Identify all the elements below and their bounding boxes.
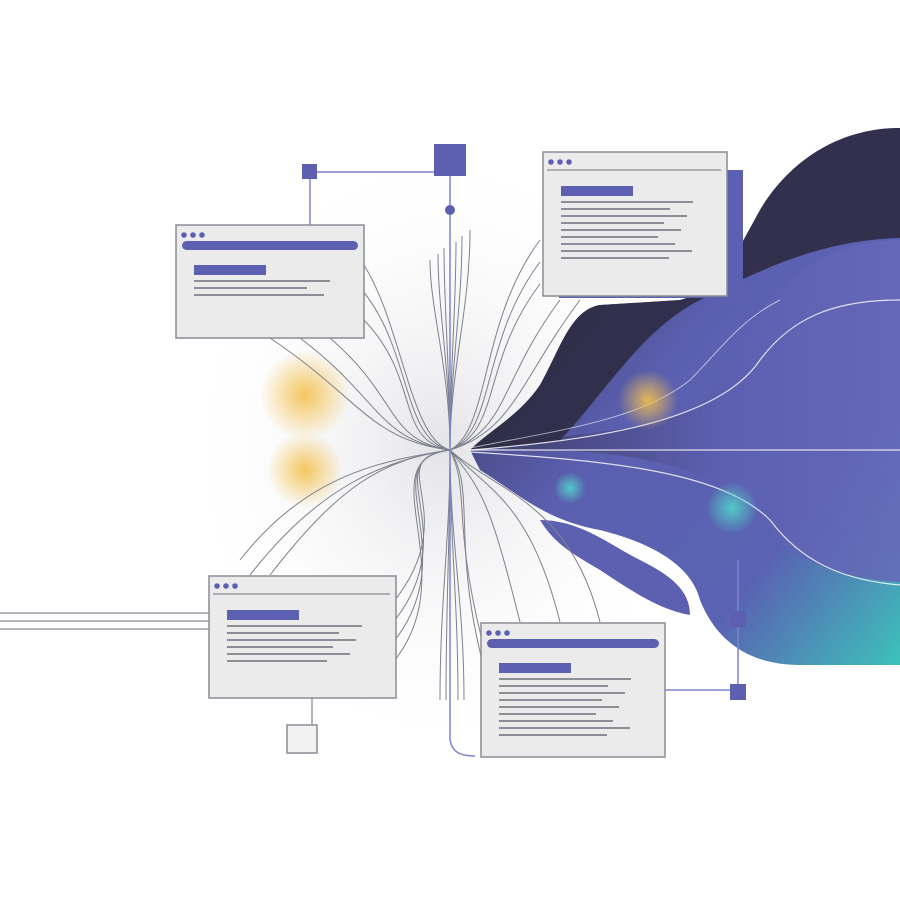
connector-line <box>299 337 451 451</box>
window-highlight-line <box>194 265 266 275</box>
input-lines <box>0 612 210 630</box>
window-control-dots-icon <box>232 583 238 589</box>
connector-line <box>449 449 483 661</box>
browser-window-top-left <box>175 224 365 339</box>
glows <box>260 350 758 534</box>
connector-line <box>269 337 451 451</box>
connector-line <box>449 299 561 451</box>
window-control-dots-icon <box>223 583 229 589</box>
connector-node-icon <box>730 611 746 627</box>
connector-line <box>449 299 581 451</box>
connector-line <box>394 449 451 661</box>
window-header-bar <box>182 241 358 250</box>
connector-node-icon <box>445 205 455 215</box>
connector-node-icon <box>286 724 318 754</box>
window-control-dots-icon <box>495 630 501 636</box>
window-control-dots-icon <box>486 630 492 636</box>
window-control-dots-icon <box>557 159 563 165</box>
window-highlight-line <box>561 186 633 196</box>
connector-node-icon <box>434 144 466 176</box>
connector-node-icon <box>730 684 746 700</box>
connector-line <box>361 289 451 451</box>
window-frame <box>208 575 397 699</box>
connector-line <box>449 449 561 623</box>
window-control-dots-icon <box>548 159 554 165</box>
window-highlight-line <box>499 663 571 673</box>
node-connectors <box>309 171 739 726</box>
central-axis <box>449 170 476 757</box>
window-control-dots-icon <box>566 159 572 165</box>
connector-line <box>449 229 471 451</box>
connector-line <box>449 449 483 641</box>
connector-line <box>449 449 601 623</box>
browser-window-bottom-left <box>208 575 397 699</box>
window-control-dots-icon <box>199 232 205 238</box>
connector-line <box>269 449 451 576</box>
window-control-dots-icon <box>214 583 220 589</box>
window-highlight-line <box>227 610 299 620</box>
browser-window-top-right <box>542 151 743 298</box>
connector-line <box>361 261 451 451</box>
connector-line <box>449 449 521 623</box>
window-control-dots-icon <box>190 232 196 238</box>
window-frame <box>542 151 728 297</box>
connector-line <box>449 239 541 451</box>
browser-window-bottom-right <box>480 622 666 758</box>
nodes <box>286 144 746 754</box>
connector-line <box>329 337 451 451</box>
connector-line <box>449 283 541 451</box>
wave-shapes <box>469 128 900 665</box>
connector-node-icon <box>302 164 317 179</box>
window-control-dots-icon <box>504 630 510 636</box>
connector-line <box>449 261 541 451</box>
window-header-bar <box>487 639 659 648</box>
browser-windows <box>175 151 743 758</box>
window-control-dots-icon <box>181 232 187 238</box>
connector-line <box>361 317 451 451</box>
